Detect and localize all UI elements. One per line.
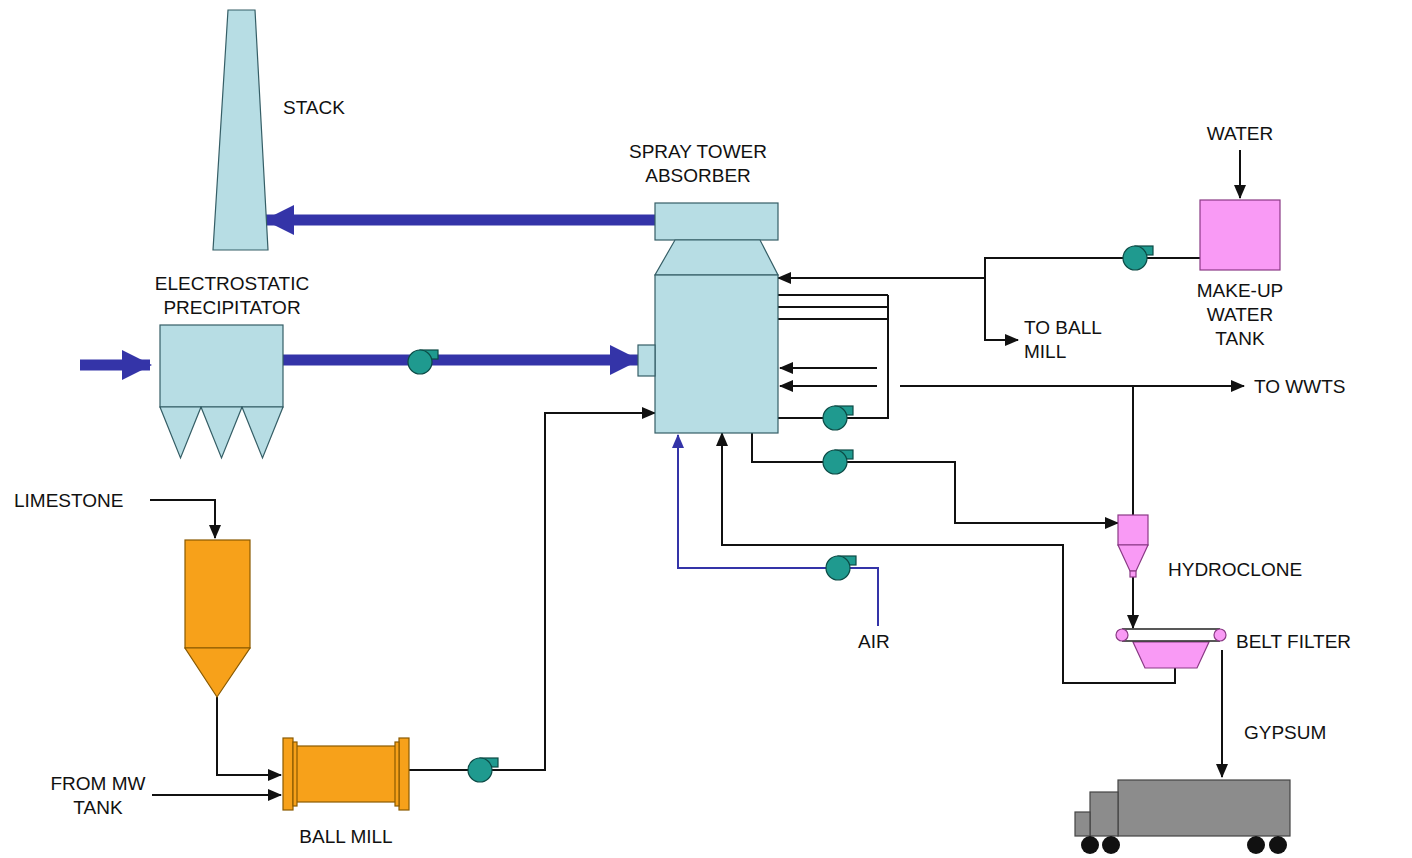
booster-fan: [408, 350, 438, 374]
gypsum-truck: [1075, 780, 1290, 854]
stream-label: FROM MW TANK: [48, 772, 148, 820]
equipment-label: STACK: [283, 96, 393, 120]
water-tank-shape: [1200, 200, 1280, 270]
flue-gas-inlet: [80, 360, 150, 371]
slurry-pump: [468, 758, 498, 782]
slurry-line: [1132, 577, 1134, 628]
water-inlet: [1239, 150, 1241, 198]
slurry-line: [409, 413, 655, 770]
slurry-line: [722, 433, 1175, 683]
makeup-pump: [1123, 246, 1153, 270]
air-blower: [826, 556, 856, 580]
hydroclone: HYDROCLONE: [1118, 515, 1148, 578]
precipitator-shape: [160, 325, 283, 458]
equipment-label: BALL MILL: [281, 825, 411, 849]
silo-cone: [185, 648, 250, 697]
limestone-silo: [185, 540, 250, 648]
stream-label: WATER: [1190, 122, 1290, 146]
equipment-label: SPRAY TOWER ABSORBER: [613, 140, 783, 188]
gas-duct: [266, 215, 655, 226]
silo-feed-line: [217, 697, 281, 775]
hydroclone-shape: [1118, 515, 1148, 578]
equipment-label: MAKE-UP WATER TANK: [1185, 279, 1295, 351]
limestone-line: [150, 500, 215, 538]
water-tank: MAKE-UP WATER TANK: [1200, 200, 1280, 270]
return-line: [780, 385, 877, 387]
absorber-tower-shape: [638, 203, 778, 433]
stream-label: LIMESTONE: [14, 489, 154, 513]
gypsum-line: [1221, 650, 1223, 777]
ball-mill-shape: [283, 738, 409, 810]
stream-label: AIR: [858, 630, 918, 654]
mw-branch-line: [985, 278, 1018, 340]
return-line: [780, 367, 877, 369]
mw-feed-line: [152, 794, 281, 796]
stream-label: TO BALL MILL: [1024, 316, 1119, 364]
recirculation-pump: [823, 406, 853, 430]
overflow-line: [1132, 386, 1134, 515]
equipment-label: ELECTROSTATIC PRECIPITATOR: [132, 272, 332, 320]
wwts-line: [900, 385, 1244, 387]
stack: STACK: [213, 10, 268, 250]
belt-filter-shape: [1115, 628, 1227, 672]
precipitator: ELECTROSTATIC PRECIPITATOR: [160, 325, 283, 458]
belt-filter: BELT FILTER: [1115, 628, 1227, 672]
air-line: [678, 435, 878, 626]
stream-label: GYPSUM: [1244, 721, 1354, 745]
stream-label: TO WWTS: [1254, 375, 1374, 399]
bleed-pump: [823, 450, 853, 474]
slurry-line: [752, 433, 1118, 523]
absorber-tower: SPRAY TOWER ABSORBER: [638, 203, 778, 433]
ball-mill: BALL MILL: [283, 738, 409, 810]
stack-shape: [213, 10, 268, 250]
equipment-label: HYDROCLONE: [1168, 558, 1318, 582]
gas-duct: [283, 355, 638, 366]
equipment-label: BELT FILTER: [1236, 630, 1386, 654]
